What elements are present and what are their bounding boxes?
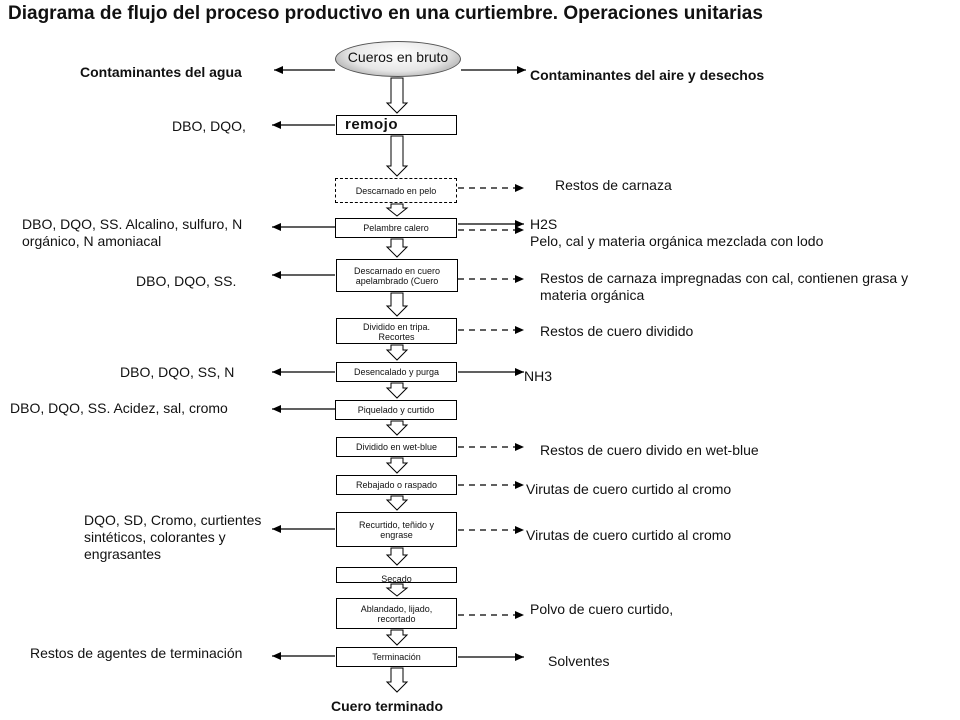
step-label: Descarnado en cuero apelambrado (Cuero	[353, 265, 441, 286]
arrow-head	[515, 481, 524, 489]
step-soaking-box: remojo	[336, 115, 457, 135]
waste-output-fleshing-hair: Restos de carnaza	[555, 177, 672, 193]
arrow-head	[272, 652, 281, 660]
water-output-soaking: DBO, DQO,	[172, 118, 246, 134]
step-label: Desencalado y purga	[353, 367, 440, 377]
step-liming-box: Pelambre calero	[335, 218, 457, 238]
arrow-head	[515, 368, 524, 376]
arrow-head	[517, 66, 526, 74]
step-pickling-tanning-box: Piquelado y curtido	[335, 400, 457, 420]
flow-down-arrow	[385, 420, 409, 436]
step-label: Dividido en wet-blue	[355, 442, 438, 452]
waste-output-splitting: Restos de cuero dividido	[540, 323, 694, 339]
arrow-head	[274, 66, 283, 74]
end-node-finished-leather: Cuero terminado	[331, 698, 444, 714]
arrow-head	[515, 226, 524, 234]
flow-down-arrow	[385, 203, 409, 217]
air-output-finishing: Solventes	[548, 653, 610, 669]
step-deliming-box: Desencalado y purga	[336, 362, 457, 382]
waste-output-liming: Pelo, cal y materia orgánica mezclada co…	[530, 233, 824, 249]
air-output-liming-h2s: H2S	[530, 216, 558, 232]
step-label: Secado	[381, 574, 412, 583]
flow-down-arrow	[385, 382, 409, 399]
flow-down-arrow	[385, 495, 409, 511]
waste-output-shaving: Virutas de cuero curtido al cromo	[526, 481, 732, 497]
arrow-head	[515, 184, 524, 192]
arrow-head	[272, 223, 281, 231]
arrow-head	[515, 611, 524, 619]
water-output-deliming: DBO, DQO, SS, N	[120, 364, 235, 380]
flow-down-arrow	[385, 457, 409, 474]
step-drying-box: Secado	[336, 567, 457, 583]
step-label: Pelambre calero	[363, 223, 429, 233]
cropped-text-mask	[520, 617, 710, 625]
arrow-head	[515, 220, 524, 228]
cropped-text-mask	[520, 340, 710, 348]
step-splitting-box: Dividido en tripa. Recortes	[336, 318, 457, 344]
flow-down-arrow	[385, 77, 409, 114]
start-node-raw-hides: Cueros en bruto	[335, 41, 461, 77]
flow-down-arrow	[385, 292, 409, 317]
header-air-contaminants: Contaminantes del aire y desechos	[530, 67, 765, 83]
water-output-finishing: Restos de agentes de terminación	[30, 645, 243, 661]
arrow-head	[515, 443, 524, 451]
flow-down-arrow	[385, 238, 409, 258]
arrow-head	[272, 271, 281, 279]
water-output-fleshing: DBO, DQO, SS.	[136, 273, 237, 289]
step-label: Ablandado, lijado, recortado	[360, 603, 433, 624]
waste-output-fleshing-limed: Restos de carnaza impregnadas con cal, c…	[540, 270, 909, 303]
arrow-head	[272, 368, 281, 376]
start-node-label: Cueros en bruto	[347, 49, 449, 65]
arrow-head	[515, 526, 524, 534]
flow-down-arrow	[385, 583, 409, 597]
step-wetblue-splitting-box: Dividido en wet-blue	[336, 437, 457, 457]
flow-down-arrow	[385, 667, 409, 693]
arrow-head	[272, 525, 281, 533]
flow-down-arrow	[385, 344, 409, 361]
arrow-head	[272, 405, 281, 413]
step-shaving-box: Rebajado o raspado	[336, 475, 457, 495]
arrow-head	[515, 653, 524, 661]
step-label: Dividido en tripa. Recortes	[362, 322, 431, 342]
step-label: Rebajado o raspado	[355, 480, 438, 490]
step-retanning-box: Recurtido, teñido y engrase	[336, 512, 457, 547]
water-output-pickling: DBO, DQO, SS. Acidez, sal, cromo	[10, 400, 228, 416]
water-output-retanning: DQO, SD, Cromo, curtientes sintéticos, c…	[84, 512, 262, 562]
arrow-head	[515, 275, 524, 283]
step-label: Terminación	[372, 652, 421, 662]
air-output-deliming-nh3: NH3	[524, 368, 553, 384]
arrow-head	[515, 326, 524, 334]
step-fleshing-hair-box: Descarnado en pelo	[335, 178, 457, 203]
waste-output-buffing: Polvo de cuero curtido,	[530, 601, 674, 617]
header-water-contaminants: Contaminantes del agua	[80, 64, 242, 80]
step-label: Descarnado en pelo	[355, 185, 437, 196]
diagram-title: Diagrama de flujo del proceso productivo…	[8, 3, 763, 24]
step-finishing-box: Terminación	[336, 647, 457, 667]
step-fleshing-limed-box: Descarnado en cuero apelambrado (Cuero	[336, 259, 458, 292]
arrow-head	[272, 121, 281, 129]
waste-output-retanning: Virutas de cuero curtido al cromo	[526, 527, 732, 543]
flow-down-arrow	[385, 547, 409, 566]
waste-output-wetblue: Restos de cuero divido en wet-blue	[540, 442, 759, 458]
step-staking-buffing-box: Ablandado, lijado, recortado	[336, 598, 457, 629]
step-label: remojo	[345, 116, 399, 133]
step-label: Recurtido, teñido y engrase	[358, 519, 435, 540]
step-label: Piquelado y curtido	[357, 405, 435, 415]
flow-down-arrow	[385, 629, 409, 646]
flow-down-arrow	[385, 135, 409, 177]
water-output-liming: DBO, DQO, SS. Alcalino, sulfuro, N orgán…	[22, 216, 243, 249]
